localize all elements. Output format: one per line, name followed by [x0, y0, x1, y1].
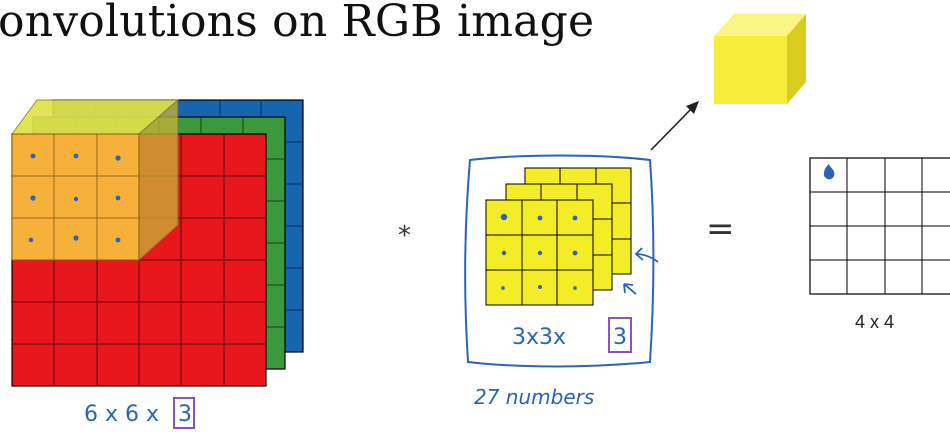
input-channels-number: 3 [178, 402, 192, 427]
output-grid [809, 157, 950, 295]
output-size-label: 4 x 4 [855, 312, 894, 332]
filter-overlay-cube [11, 98, 180, 262]
convolve-operator: * [398, 221, 411, 251]
slide-title: onvolutions on RGB image [0, 0, 595, 47]
filter-volume: 3x3x 3 [464, 154, 659, 368]
filter-layer-front [485, 199, 594, 306]
filter-to-cube-arrow [650, 101, 699, 151]
output-first-value-mark [823, 164, 835, 180]
layer-pointer-arrows [623, 247, 659, 295]
filter-count-caption: 27 numbers [474, 385, 594, 409]
filter-enclosure [464, 154, 655, 368]
equals-operator: = [706, 209, 735, 249]
filter-channels-number: 3 [613, 325, 627, 350]
input-size-label: 6 x 6 x 3 [84, 397, 195, 429]
filter-size-prefix: 3x3x [512, 325, 566, 350]
input-volume [11, 98, 304, 387]
filter-cube-3d [714, 14, 806, 104]
input-size-prefix: 6 x 6 x [84, 402, 159, 427]
